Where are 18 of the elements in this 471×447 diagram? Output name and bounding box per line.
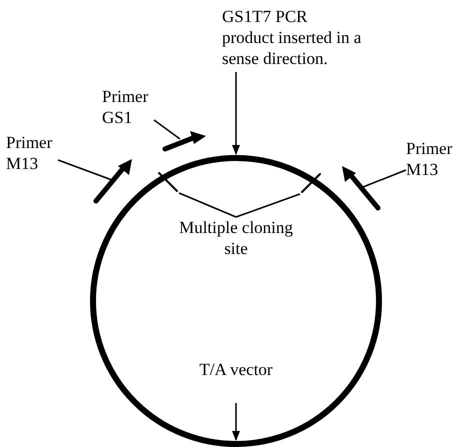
site-tick-mark [157, 171, 179, 193]
leader-line [178, 192, 236, 218]
plasmid-circle [90, 155, 382, 447]
arrow [232, 72, 240, 155]
leader-line [58, 159, 112, 181]
leader-line [154, 119, 180, 140]
leader-line [362, 169, 406, 188]
annotation-label: Primer M13 [6, 132, 58, 176]
annotation-label: Primer GS1 [102, 86, 154, 130]
primer-arrow-icon [340, 165, 382, 211]
leader-line [236, 193, 300, 218]
primer-arrow-icon [92, 158, 134, 204]
annotation-label: T/A vector [171, 359, 301, 403]
arrow [232, 403, 240, 441]
annotation-label: GS1T7 PCR product inserted in a sense direction. [222, 6, 362, 72]
annotation-label: Multiple cloning site [174, 217, 298, 261]
annotation-label: Primer M13 [406, 138, 462, 182]
site-tick-mark [300, 172, 322, 194]
